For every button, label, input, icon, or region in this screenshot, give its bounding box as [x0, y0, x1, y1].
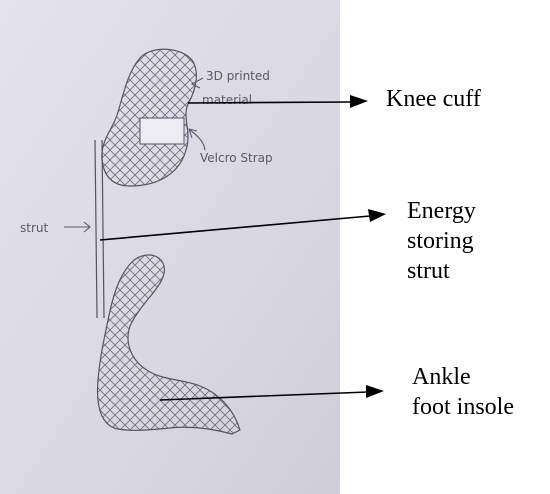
strut-arrowhead: [368, 209, 386, 222]
label-strut-line-3: strut: [407, 258, 450, 284]
label-strut-line-1: Energy: [407, 198, 476, 224]
label-knee-cuff-line: Knee cuff: [386, 86, 481, 112]
ankle-foot-insole-shape: [96, 254, 241, 435]
knee-cuff-arrowhead: [350, 95, 368, 108]
annotation-strut: strut: [20, 221, 48, 235]
velcro-strap-shape: [139, 117, 185, 145]
annotation-3d-printed: 3D printed: [206, 69, 270, 83]
strut-line-left: [94, 139, 98, 319]
ankle-insole-leader-line: [159, 391, 369, 401]
annotation-velcro-strap: Velcro Strap: [200, 151, 273, 165]
printed-pointer-arrow: [190, 77, 204, 89]
annotation-material: material: [202, 93, 252, 107]
strut-leader-line: [99, 215, 371, 241]
strut-line-right: [101, 139, 105, 319]
velcro-pointer-arrow: [188, 128, 206, 151]
strut-pointer-arrow: [64, 221, 91, 233]
label-ankle-foot-insole: Ankle foot insole: [412, 362, 514, 422]
ankle-insole-arrowhead: [366, 385, 384, 398]
knee-cuff-leader-line: [187, 101, 353, 104]
label-energy-storing-strut: Energy storing strut: [407, 196, 476, 286]
label-ankle-line-2: foot insole: [412, 394, 514, 420]
label-ankle-line-1: Ankle: [412, 364, 471, 390]
label-knee-cuff: Knee cuff: [386, 84, 481, 114]
label-strut-line-2: storing: [407, 228, 474, 254]
